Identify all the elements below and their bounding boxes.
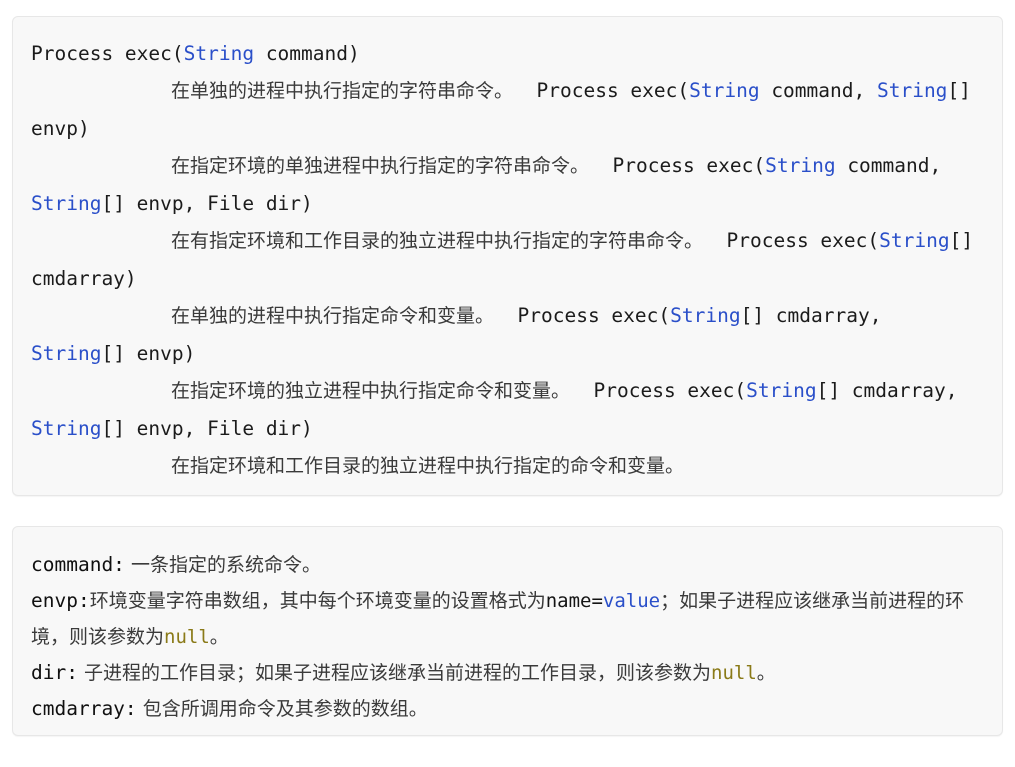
signature-3-mid: command, bbox=[835, 154, 942, 177]
parameter-description-command: 一条指定的系统命令。 bbox=[130, 554, 321, 576]
parameter-description-envp-part-2: ；如果子进程应该继承当前进程的环境，则该参数为 bbox=[31, 590, 965, 648]
parameter-description-dir-part-2: 。 bbox=[756, 662, 776, 684]
parameter-name-dir: dir: bbox=[31, 661, 78, 684]
envp-format-key: name= bbox=[545, 590, 603, 612]
signature-6-type-1: String bbox=[746, 379, 817, 402]
parameter-name-cmdarray: cmdarray: bbox=[31, 697, 137, 720]
envp-format-value: value bbox=[602, 590, 661, 612]
parameter-row-dir: dir: 子进程的工作目录；如果子进程应该继承当前进程的工作目录，则该参数为nu… bbox=[31, 655, 984, 691]
signature-6-description: 在指定环境和工作目录的独立进程中执行指定的命令和变量。 bbox=[171, 455, 685, 477]
signature-2-type-2: String bbox=[876, 79, 948, 102]
signature-5-description: 在指定环境的独立进程中执行指定命令和变量。 bbox=[171, 380, 571, 402]
signature-4-description: 在单独的进程中执行指定命令和变量。 bbox=[171, 305, 495, 327]
envp-null-literal: null bbox=[164, 626, 210, 648]
parameter-row-cmdarray: cmdarray: 包含所调用命令及其参数的数组。 bbox=[31, 691, 984, 727]
parameter-row-envp: envp:环境变量字符串数组，其中每个环境变量的设置格式为name=value；… bbox=[31, 583, 984, 655]
signature-3-head: Process exec( bbox=[612, 154, 766, 177]
parameter-description-cmdarray: 包含所调用命令及其参数的数组。 bbox=[142, 698, 428, 720]
parameter-description-envp-part-3: 。 bbox=[209, 626, 229, 648]
signature-2-head: Process exec( bbox=[536, 79, 690, 102]
signature-3-tail: [] envp, File dir) bbox=[101, 192, 313, 215]
signature-4-tail: [] cmdarray) bbox=[31, 229, 974, 290]
signature-4-type-1: String bbox=[879, 229, 950, 252]
signature-6-head: Process exec( bbox=[593, 379, 747, 402]
parameter-description-envp-part-1: 环境变量字符串数组，其中每个环境变量的设置格式为 bbox=[89, 590, 546, 612]
signature-1-head: Process exec( bbox=[31, 42, 184, 65]
signature-6-mid: [] cmdarray, bbox=[816, 379, 958, 402]
signature-5-type-1: String bbox=[670, 304, 741, 327]
signature-5-tail: [] envp) bbox=[101, 342, 196, 365]
signature-1-type-1: String bbox=[183, 42, 255, 65]
signature-5-type-2: String bbox=[31, 342, 102, 365]
signature-3-type-1: String bbox=[765, 154, 836, 177]
method-signatures-text: Process exec(String command) 在单独的进程中执行指定… bbox=[31, 35, 984, 485]
signature-3-description: 在有指定环境和工作目录的独立进程中执行指定的字符串命令。 bbox=[171, 230, 704, 252]
signature-2-description: 在指定环境的单独进程中执行指定的字符串命令。 bbox=[171, 155, 590, 177]
parameter-description-dir-part-1: 子进程的工作目录；如果子进程应该继承当前进程的工作目录，则该参数为 bbox=[84, 662, 712, 684]
signature-5-head: Process exec( bbox=[517, 304, 671, 327]
parameter-name-envp: envp: bbox=[31, 589, 90, 612]
signature-2-mid: command, bbox=[759, 79, 877, 102]
signature-2-type-1: String bbox=[689, 79, 760, 102]
signature-6-tail: [] envp, File dir) bbox=[101, 417, 313, 440]
signature-6-type-2: String bbox=[31, 417, 102, 440]
parameters-panel: command: 一条指定的系统命令。 envp:环境变量字符串数组，其中每个环… bbox=[12, 526, 1003, 736]
signature-4-head: Process exec( bbox=[726, 229, 880, 252]
dir-null-literal: null bbox=[711, 662, 757, 684]
signature-1-tail: command) bbox=[254, 42, 360, 65]
signature-2-tail: [] envp) bbox=[31, 79, 971, 140]
parameter-name-command: command: bbox=[31, 553, 125, 576]
signature-3-type-2: String bbox=[31, 192, 102, 215]
method-signatures-panel: Process exec(String command) 在单独的进程中执行指定… bbox=[12, 16, 1003, 496]
parameter-row-command: command: 一条指定的系统命令。 bbox=[31, 547, 984, 583]
signature-5-mid: [] cmdarray, bbox=[740, 304, 882, 327]
signature-1-description: 在单独的进程中执行指定的字符串命令。 bbox=[171, 80, 514, 102]
